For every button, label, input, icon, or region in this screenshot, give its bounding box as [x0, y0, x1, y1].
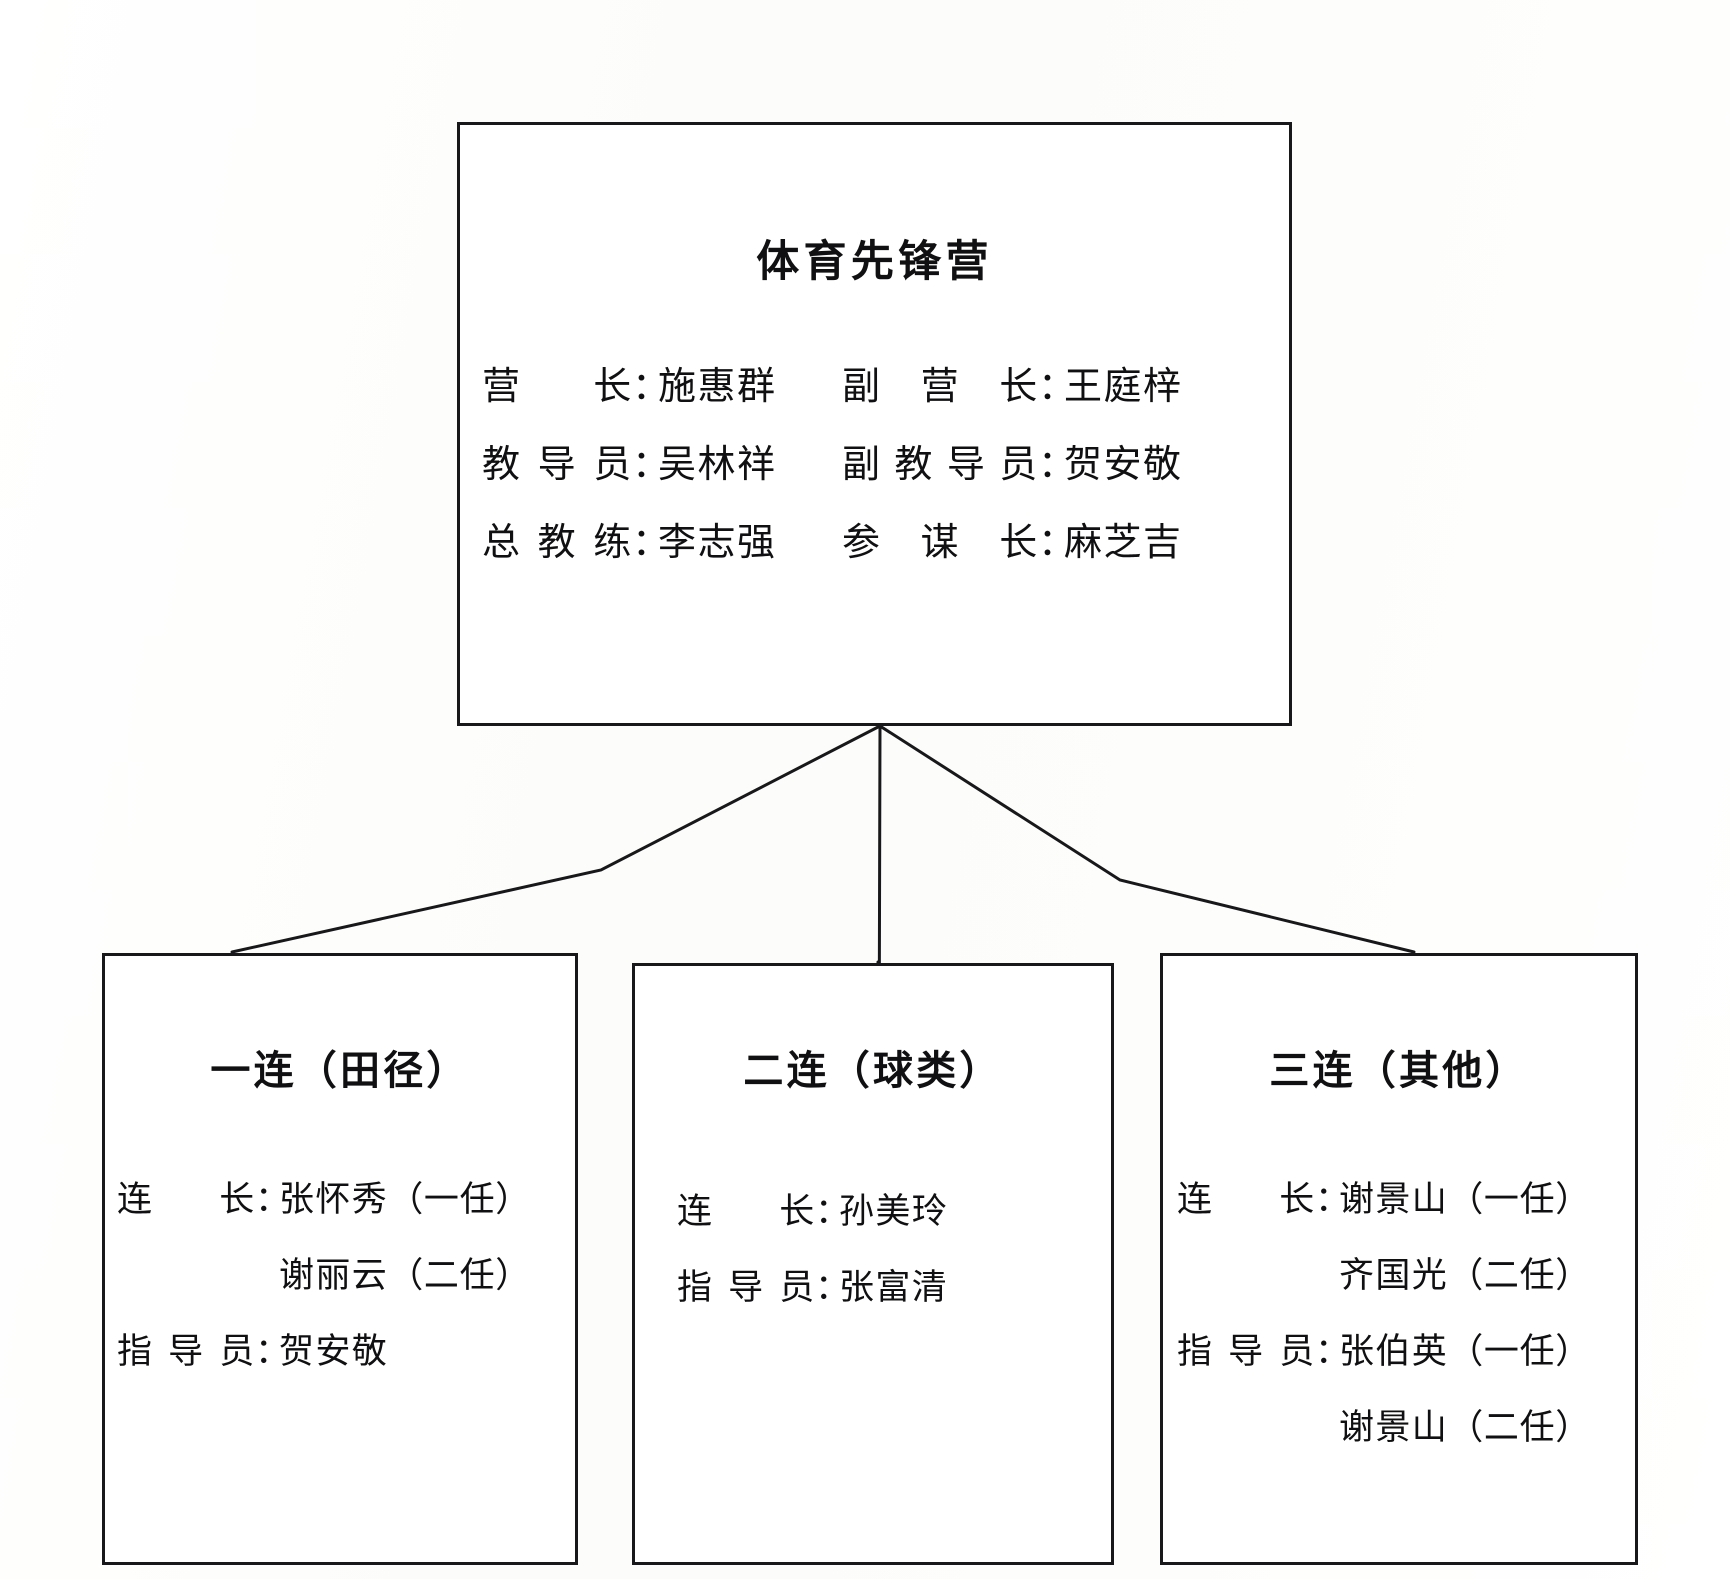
person-name: 孙美玲: [839, 1191, 949, 1232]
child-roster: 连长 ： 孙美玲 指导员 ： 张富清: [635, 1170, 1111, 1322]
person-name: 李志强: [658, 519, 777, 564]
term-label: （二任）: [1448, 1255, 1592, 1296]
term-label: （二任）: [388, 1255, 532, 1296]
colon: ：: [632, 519, 671, 564]
child-node-box-company-1: 一连（田径） 连长 ： 张怀秀 （一任） 谢丽云 （二任） 指导员 ： 贺安敬: [102, 953, 578, 1565]
child-roster: 连长 ： 张怀秀 （一任） 谢丽云 （二任） 指导员 ： 贺安敬: [105, 1158, 575, 1386]
role-label: 总教练: [482, 519, 632, 564]
child-node-box-company-3: 三连（其他） 连长 ： 谢景山 （一任） 齐国光 （二任） 指导员 ： 张伯英 …: [1160, 953, 1638, 1565]
child-title: 三连（其他）: [1269, 1048, 1529, 1094]
person-name: 贺安敬: [1064, 441, 1183, 486]
colon: ：: [632, 441, 671, 486]
root-entry-chief-of-staff: 参谋长 ： 麻芝吉: [842, 511, 1242, 566]
roster-row: 连长 ： 谢景山 （一任）: [1177, 1158, 1635, 1234]
person-name: 张富清: [839, 1267, 949, 1308]
root-node-box: 体育先锋营 营长 ： 施惠群 副营长 ： 王庭梓 教导员 ： 吴林祥: [457, 122, 1292, 726]
colon: ：: [1038, 363, 1077, 408]
person-name: 吴林祥: [658, 441, 777, 486]
person-name: 麻芝吉: [1064, 519, 1183, 564]
child-title: 二连（球类）: [743, 1048, 1003, 1094]
root-entry-head-coach: 总教练 ： 李志强: [482, 511, 842, 566]
root-entry-chief: 营长 ： 施惠群: [482, 355, 842, 410]
person-name: 王庭梓: [1064, 363, 1183, 408]
colon: ：: [632, 363, 671, 408]
term-label: （一任）: [1448, 1179, 1592, 1220]
child-roster: 连长 ： 谢景山 （一任） 齐国光 （二任） 指导员 ： 张伯英 （一任） 谢: [1163, 1158, 1635, 1462]
term-label: （一任）: [1448, 1331, 1592, 1372]
person-name: 张伯英: [1339, 1331, 1449, 1372]
roster-row: 总教练 ： 李志强 参谋长 ： 麻芝吉: [482, 499, 1289, 577]
colon: ：: [255, 1331, 291, 1372]
colon: ：: [1315, 1179, 1351, 1220]
person-name: 贺安敬: [279, 1331, 389, 1372]
roster-row: 谢丽云 （二任）: [117, 1234, 575, 1310]
roster-row: 指导员 ： 贺安敬: [117, 1310, 575, 1386]
role-label: 指导员: [1177, 1331, 1315, 1372]
roster-row: 指导员 ： 张富清: [677, 1246, 1111, 1322]
role-label: 连长: [677, 1191, 815, 1232]
colon: ：: [815, 1191, 851, 1232]
role-label: 营长: [482, 363, 632, 408]
child-node-box-company-2: 二连（球类） 连长 ： 孙美玲 指导员 ： 张富清: [632, 963, 1114, 1565]
roster-row: 指导员 ： 张伯英 （一任）: [1177, 1310, 1635, 1386]
person-name: 谢丽云: [279, 1255, 389, 1296]
roster-row: 教导员 ： 吴林祥 副教导员 ： 贺安敬: [482, 421, 1289, 499]
roster-row: 齐国光 （二任）: [1177, 1234, 1635, 1310]
root-entry-deputy-chief: 副营长 ： 王庭梓: [842, 355, 1242, 410]
role-label: 参谋长: [842, 519, 1038, 564]
person-name: 谢景山: [1339, 1179, 1449, 1220]
connector-to-child-0: [230, 724, 882, 954]
role-label: 连长: [1177, 1179, 1315, 1220]
colon: ：: [1038, 441, 1077, 486]
colon: ：: [1315, 1331, 1351, 1372]
term-label: （一任）: [388, 1179, 532, 1220]
person-name: 齐国光: [1339, 1255, 1449, 1296]
role-label: 指导员: [677, 1267, 815, 1308]
child-title: 一连（田径）: [210, 1048, 470, 1094]
role-label: 副教导员: [842, 441, 1038, 486]
colon: ：: [815, 1267, 851, 1308]
role-label: 指导员: [117, 1331, 255, 1372]
connector-to-child-2: [878, 724, 1416, 954]
person-name: 张怀秀: [279, 1179, 389, 1220]
roster-row: 连长 ： 孙美玲: [677, 1170, 1111, 1246]
term-label: （二任）: [1448, 1407, 1592, 1448]
roster-row: 谢景山 （二任）: [1177, 1386, 1635, 1462]
root-roster: 营长 ： 施惠群 副营长 ： 王庭梓 教导员 ： 吴林祥 副教导员: [460, 343, 1289, 577]
root-entry-deputy-instructor: 副教导员 ： 贺安敬: [842, 433, 1242, 488]
person-name: 谢景山: [1339, 1407, 1449, 1448]
role-label: 连长: [117, 1179, 255, 1220]
colon: ：: [1038, 519, 1077, 564]
role-label: 副营长: [842, 363, 1038, 408]
root-entry-instructor: 教导员 ： 吴林祥: [482, 433, 842, 488]
colon: ：: [255, 1179, 291, 1220]
root-title: 体育先锋营: [756, 237, 993, 287]
roster-row: 营长 ： 施惠群 副营长 ： 王庭梓: [482, 343, 1289, 421]
roster-row: 连长 ： 张怀秀 （一任）: [117, 1158, 575, 1234]
role-label: 教导员: [482, 441, 632, 486]
person-name: 施惠群: [658, 363, 777, 408]
